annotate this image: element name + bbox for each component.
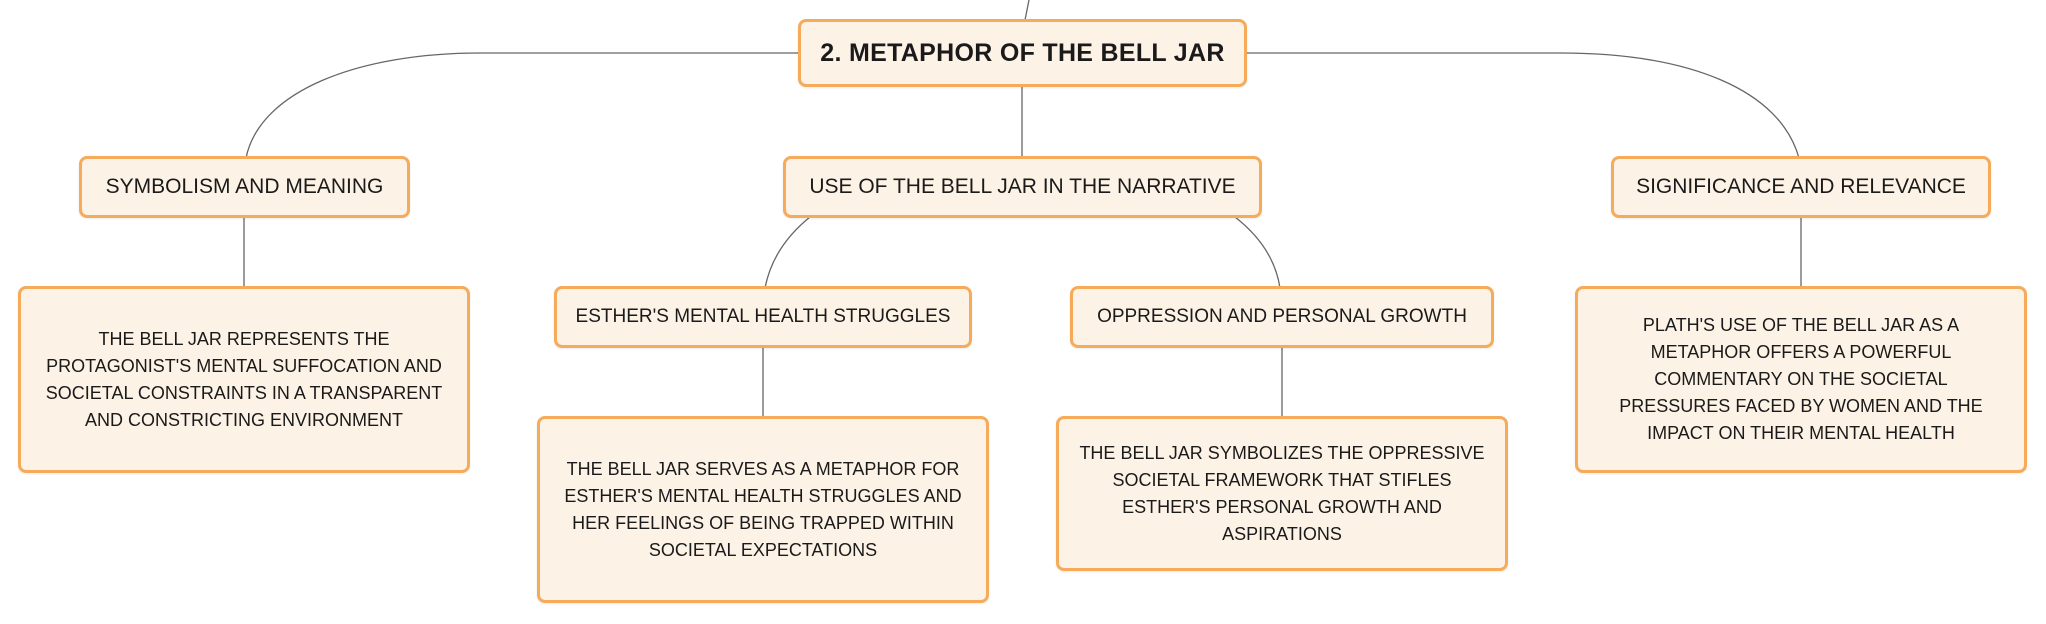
- connector-root-to-significance: [1246, 52, 1800, 159]
- subtopic-mental-health-struggles[interactable]: ESTHER'S MENTAL HEALTH STRUGGLES: [554, 286, 972, 348]
- detail-significance[interactable]: PLATH'S USE OF THE BELL JAR AS A METAPHO…: [1575, 286, 2027, 473]
- detail-oppression[interactable]: THE BELL JAR SYMBOLIZES THE OPPRESSIVE S…: [1056, 416, 1508, 571]
- subtopic-mental-health-label: ESTHER'S MENTAL HEALTH STRUGGLES: [575, 306, 951, 327]
- detail-mental-health[interactable]: THE BELL JAR SERVES AS A METAPHOR FOR ES…: [537, 416, 989, 603]
- connector-narrative-to-mental-health: [764, 216, 811, 289]
- topic-significance-label: SIGNIFICANCE AND RELEVANCE: [1636, 175, 1966, 198]
- topic-narrative-label: USE OF THE BELL JAR IN THE NARRATIVE: [809, 175, 1236, 198]
- detail-symbolism[interactable]: THE BELL JAR REPRESENTS THE PROTAGONIST'…: [18, 286, 470, 473]
- detail-oppression-text: THE BELL JAR SYMBOLIZES THE OPPRESSIVE S…: [1079, 442, 1485, 544]
- root-topic[interactable]: 2. METAPHOR OF THE BELL JAR: [798, 19, 1247, 87]
- topic-use-in-narrative[interactable]: USE OF THE BELL JAR IN THE NARRATIVE: [783, 156, 1262, 218]
- connector-narrative-to-oppression: [1234, 216, 1281, 289]
- connector-parent-to-root: [1024, 0, 1030, 21]
- subtopic-oppression-and-growth[interactable]: OPPRESSION AND PERSONAL GROWTH: [1070, 286, 1494, 348]
- topic-significance-and-relevance[interactable]: SIGNIFICANCE AND RELEVANCE: [1611, 156, 1991, 218]
- topic-symbolism-label: SYMBOLISM AND MEANING: [105, 175, 384, 198]
- detail-significance-text: PLATH'S USE OF THE BELL JAR AS A METAPHO…: [1619, 315, 1983, 443]
- detail-mental-health-text: THE BELL JAR SERVES AS A METAPHOR FOR ES…: [564, 458, 962, 560]
- detail-symbolism-text: THE BELL JAR REPRESENTS THE PROTAGONIST'…: [45, 328, 443, 430]
- connector-root-to-symbolism: [245, 52, 800, 159]
- subtopic-oppression-label: OPPRESSION AND PERSONAL GROWTH: [1097, 306, 1467, 327]
- topic-symbolism-and-meaning[interactable]: SYMBOLISM AND MEANING: [79, 156, 410, 218]
- root-topic-title: 2. METAPHOR OF THE BELL JAR: [820, 38, 1225, 67]
